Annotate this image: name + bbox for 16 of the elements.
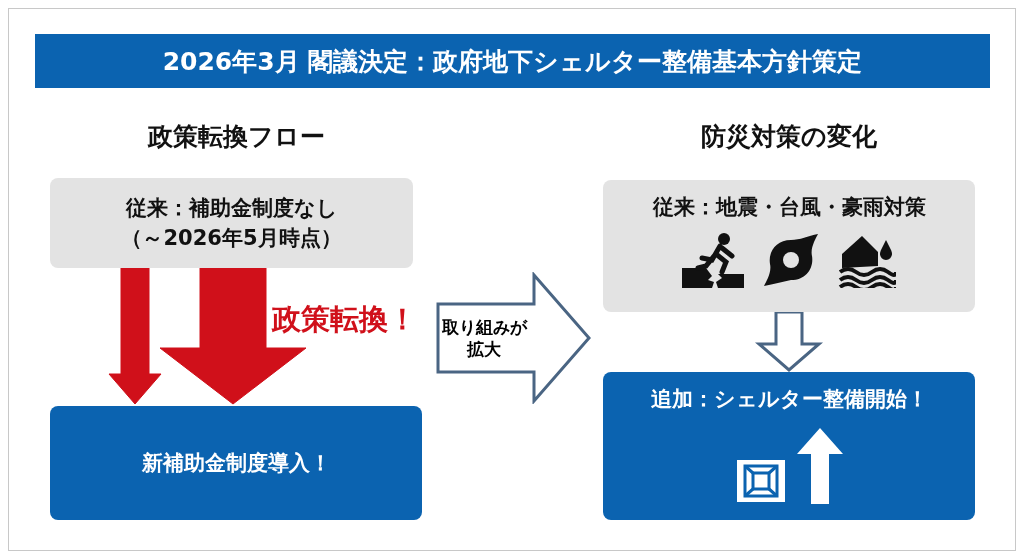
arrow (754, 310, 824, 372)
block-arrow (436, 272, 592, 404)
info-box (50, 178, 413, 268)
info-box (603, 180, 975, 312)
box-text: 新補助金制度導入！ (141, 449, 331, 477)
result-box (603, 372, 975, 520)
title-banner: 2026年3月 閣議決定：政府地下シェルター整備基本方針策定 (35, 34, 990, 88)
box-text: 追加：シェルター整備開始！ (650, 386, 928, 413)
section-heading: 政策転換フロー (146, 121, 326, 153)
box-text: 取り組みが拡大 (440, 315, 529, 361)
arrow (108, 267, 162, 405)
result-box (50, 406, 422, 520)
arrow (159, 267, 307, 405)
box-text: 従来：補助金制度なし（～2026年5月時点） (120, 194, 343, 252)
section-heading: 防災対策の変化 (700, 121, 878, 153)
box-text: 従来：地震・台風・豪雨対策 (652, 194, 926, 221)
